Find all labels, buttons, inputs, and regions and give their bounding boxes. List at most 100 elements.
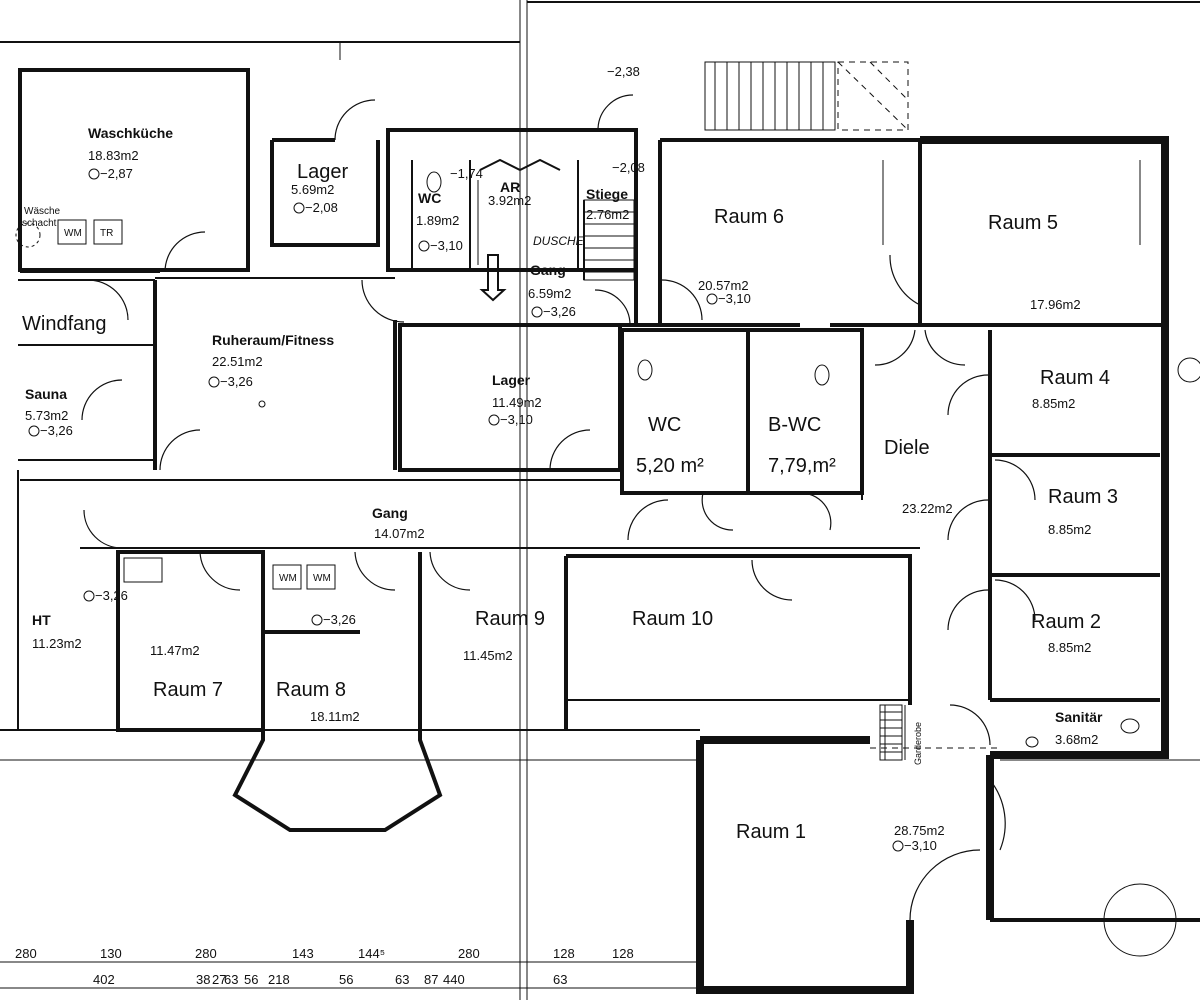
doors	[81, 94, 1036, 921]
room-label-ar: AR	[500, 179, 520, 195]
room-level-raum8: −3,26	[323, 612, 356, 627]
room-label-raum6: Raum 6	[714, 206, 784, 228]
dimension-bottom: 218	[268, 972, 290, 987]
room-label-stiege: Stiege	[586, 186, 628, 202]
room-area-raum9: 11.45m2	[463, 648, 513, 663]
level-marker-wc-top: −3,10	[418, 238, 463, 253]
schacht-label: schacht	[22, 218, 57, 229]
room-label-diele: Diele	[884, 437, 930, 459]
room-area-sanitaer: 3.68m2	[1055, 732, 1098, 747]
room-area-stiege: 2.76m2	[586, 207, 629, 222]
room-area-raum7: 11.47m2	[150, 643, 200, 658]
stairs-and-fixtures	[15, 61, 1200, 957]
dimension-top: 280	[458, 946, 480, 961]
room-label-raum1: Raum 1	[736, 821, 806, 843]
room-area-ar: 3.92m2	[488, 193, 531, 208]
room-area-raum2: 8.85m2	[1048, 640, 1091, 655]
level-marker-lager-mid: −3,10	[488, 412, 533, 427]
room-area-lager-top: 5.69m2	[291, 182, 334, 197]
room-label-ruheraum: Ruheraum/Fitness	[212, 332, 334, 348]
room-area-wc-top: 1.89m2	[416, 213, 459, 228]
level-top: −2,38	[607, 64, 640, 79]
room-label-wc: WC	[648, 414, 681, 436]
room-label-raum9: Raum 9	[475, 608, 545, 630]
room-area-raum5: 17.96m2	[1030, 297, 1081, 312]
room-level-ruheraum: −3,26	[220, 374, 253, 389]
level-marker-gang-top: −3,26	[531, 304, 576, 319]
level-marker-sauna: −3,26	[28, 423, 73, 438]
room-level-raum6: −3,10	[718, 291, 751, 306]
dimension-top: 280	[15, 946, 37, 961]
room-area-ruheraum: 22.51m2	[212, 354, 263, 369]
dimension-bottom: 27	[212, 972, 226, 987]
room-level-raum1: −3,10	[904, 838, 937, 853]
dusche-label: DUSCHE	[533, 234, 585, 248]
level-marker-waschkueche: −2,87	[88, 166, 133, 181]
level-marker-lager-top: −2,08	[293, 200, 338, 215]
level-marker-ruheraum: −3,26	[208, 374, 253, 389]
room-label-sauna: Sauna	[25, 386, 67, 402]
dimension-top: 280	[195, 946, 217, 961]
room-level-sauna: −3,26	[40, 423, 73, 438]
room-level-gang-top: −3,26	[543, 304, 576, 319]
room-label-raum2: Raum 2	[1031, 611, 1101, 633]
dimension-bottom: 63	[224, 972, 238, 987]
room-area-ht: 11.23m2	[32, 636, 82, 651]
room-area-raum3: 8.85m2	[1048, 522, 1091, 537]
dimension-lines	[0, 961, 700, 989]
room-label-bwc: B-WC	[768, 414, 821, 436]
dimension-top: 130	[100, 946, 122, 961]
dimension-bottom: 402	[93, 972, 115, 987]
room-area-wc: 5,20 m²	[636, 455, 704, 477]
room-label-gang-top: Gang	[530, 262, 566, 278]
dimension-top: 128	[553, 946, 575, 961]
level-marker-raum6: −3,10	[706, 291, 751, 306]
room-area-raum8: 18.11m2	[310, 709, 360, 724]
room-area-bwc: 7,79,m²	[768, 455, 836, 477]
room-area-raum1: 28.75m2	[894, 823, 945, 838]
level-marker-ht: −3,26	[83, 588, 128, 603]
room-area-raum6: 20.57m2	[698, 278, 749, 293]
dimension-bottom: 38	[196, 972, 210, 987]
room-area-lager-mid: 11.49m2	[492, 395, 542, 410]
room-level-lager-top: −2,08	[305, 200, 338, 215]
dimension-bottom: 56	[339, 972, 353, 987]
level-marker-raum1: −3,10	[892, 838, 937, 853]
room-label-windfang: Windfang	[22, 313, 107, 335]
washer-label-2: WM	[279, 573, 297, 584]
room-label-ht: HT	[32, 612, 51, 628]
extra-labels: −2,38 Wäsche schacht WM TR WM WM DUSCHE …	[22, 64, 923, 765]
room-label-raum5: Raum 5	[988, 212, 1058, 234]
room-area-gang: 14.07m2	[374, 526, 425, 541]
dimension-top: 128	[612, 946, 634, 961]
dimension-bottom: 87	[424, 972, 438, 987]
washer-label: WM	[64, 228, 82, 239]
dimension-bottom: 63	[395, 972, 409, 987]
room-label-raum4: Raum 4	[1040, 367, 1110, 389]
room-label-lager-top: Lager	[297, 161, 348, 183]
room-level-lager-mid: −3,10	[500, 412, 533, 427]
stiege-level: −2,08	[612, 160, 645, 175]
room-level-wc-top: −3,10	[430, 238, 463, 253]
dimension-bottom: 56	[244, 972, 258, 987]
room-area-gang-top: 6.59m2	[528, 286, 571, 301]
room-area-raum4: 8.85m2	[1032, 396, 1075, 411]
room-area-waschkueche: 18.83m2	[88, 148, 139, 163]
dimension-top: 143	[292, 946, 314, 961]
dimension-bottom: 440	[443, 972, 465, 987]
room-label-waschkueche: Waschküche	[88, 125, 173, 141]
room-area-diele: 23.22m2	[902, 501, 953, 516]
garderobe-label: Garderobe	[913, 722, 923, 765]
dryer-label: TR	[100, 228, 113, 239]
room-label-raum10: Raum 10	[632, 608, 713, 630]
dimension-bottom: 63	[553, 972, 567, 987]
room-area-sauna: 5.73m2	[25, 408, 68, 423]
room-label-gang: Gang	[372, 505, 408, 521]
waesche-label: Wäsche	[24, 206, 61, 217]
room-level-waschkueche: −2,87	[100, 166, 133, 181]
wc-level: −1,74	[450, 166, 483, 181]
room-label-raum7: Raum 7	[153, 679, 223, 701]
